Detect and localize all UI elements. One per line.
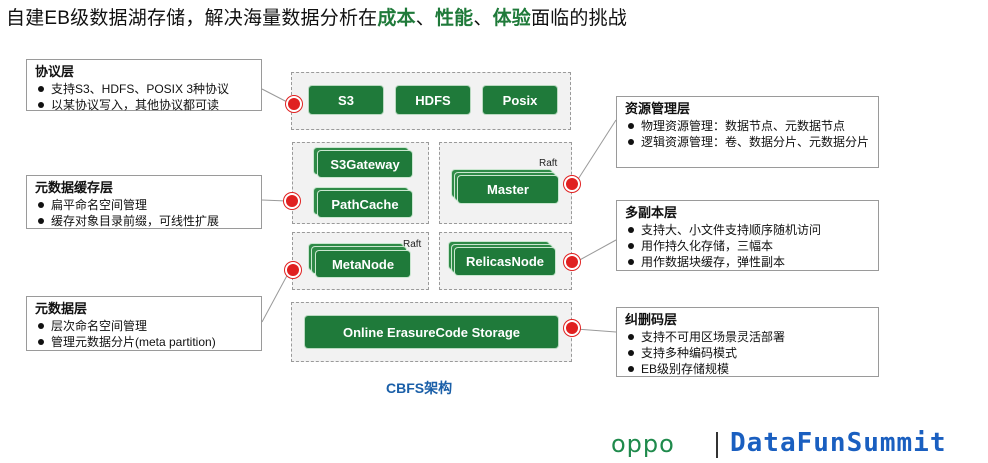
pathcache-component: PathCache [318, 191, 412, 217]
note-title: 元数据缓存层 [35, 180, 114, 195]
footer-divider [716, 432, 718, 458]
marker-dot-replica [566, 256, 578, 268]
note-protocol-layer: 协议层 支持S3、HDFS、POSIX 3种协议 以某协议写入，其他协议都可读 [26, 59, 262, 113]
marker-dot-meta [287, 264, 299, 276]
s3gateway-stack: S3Gateway [314, 148, 414, 178]
note-item: 支持多种编码模式 [625, 345, 872, 361]
note-item: 支持S3、HDFS、POSIX 3种协议 [35, 81, 255, 97]
relicasnode-stack: RelicasNode [449, 242, 557, 276]
note-item: 扁平命名空间管理 [35, 197, 255, 213]
marker-dot-meta-cache [286, 195, 298, 207]
note-ec-layer: 纠删码层 支持不可用区场景灵活部署 支持多种编码模式 EB级别存储规模 [616, 307, 879, 377]
note-title: 纠删码层 [625, 312, 678, 327]
posix-component: Posix [483, 86, 557, 114]
note-item: EB级别存储规模 [625, 361, 872, 377]
marker-dot-resource [566, 178, 578, 190]
relicasnode-component: RelicasNode [455, 248, 555, 275]
note-title: 协议层 [35, 64, 75, 79]
master-component: Master [458, 176, 558, 203]
hdfs-component: HDFS [396, 86, 470, 114]
note-replica-layer: 多副本层 支持大、小文件支持顺序随机访问 用作持久化存储，三幅本 用作数据块缓存… [616, 200, 879, 271]
note-item: 逻辑资源管理：卷、数据分片、元数据分片 [625, 134, 872, 150]
note-item: 支持大、小文件支持顺序随机访问 [625, 222, 872, 238]
note-item: 以某协议写入，其他协议都可读 [35, 97, 255, 113]
note-item: 支持不可用区场景灵活部署 [625, 329, 872, 345]
marker-dot-protocol [288, 98, 300, 110]
note-resource-layer: 资源管理层 物理资源管理：数据节点、元数据节点 逻辑资源管理：卷、数据分片、元数… [616, 96, 879, 168]
s3-component: S3 [309, 86, 383, 114]
note-item: 用作数据块缓存，弹性副本 [625, 254, 872, 270]
marker-dot-ec [566, 322, 578, 334]
note-item: 缓存对象目录前缀，可线性扩展 [35, 213, 255, 229]
page-title: 自建EB级数据湖存储，解决海量数据分析在成本、性能、体验面临的挑战 [6, 8, 627, 29]
note-item: 用作持久化存储，三幅本 [625, 238, 872, 254]
master-stack: Master [452, 170, 562, 206]
datafunsummit-logo: DataFunSummit [730, 428, 947, 458]
note-item: 层次命名空间管理 [35, 318, 255, 334]
note-title: 资源管理层 [625, 101, 691, 116]
diagram-caption: CBFS架构 [386, 380, 453, 396]
ec-storage-component: Online ErasureCode Storage [305, 316, 558, 348]
raft-label-metanode: Raft [403, 239, 422, 250]
note-title: 多副本层 [625, 205, 678, 220]
note-item: 物理资源管理：数据节点、元数据节点 [625, 118, 872, 134]
pathcache-stack: PathCache [314, 188, 414, 218]
metanode-stack: MetaNode [309, 244, 413, 278]
note-title: 元数据层 [35, 301, 88, 316]
note-meta-layer: 元数据层 层次命名空间管理 管理元数据分片(meta partition) [26, 296, 262, 351]
s3gateway-component: S3Gateway [318, 151, 412, 177]
note-meta-cache-layer: 元数据缓存层 扁平命名空间管理 缓存对象目录前缀，可线性扩展 [26, 175, 262, 229]
raft-label-master: Raft [539, 158, 558, 169]
oppo-logo: oppo [611, 430, 675, 458]
note-item: 管理元数据分片(meta partition) [35, 334, 255, 350]
metanode-component: MetaNode [316, 251, 410, 277]
